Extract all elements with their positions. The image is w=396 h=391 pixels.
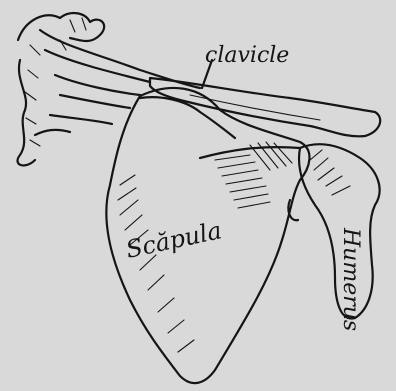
clavicle-label: clavicle [205, 43, 289, 68]
humerus-label: Humerus [338, 227, 363, 331]
humerus-bone [288, 144, 379, 318]
ribs-and-spine [18, 13, 200, 165]
clavicle-bone [150, 78, 380, 136]
scapula-label: Scăpula [123, 216, 224, 264]
